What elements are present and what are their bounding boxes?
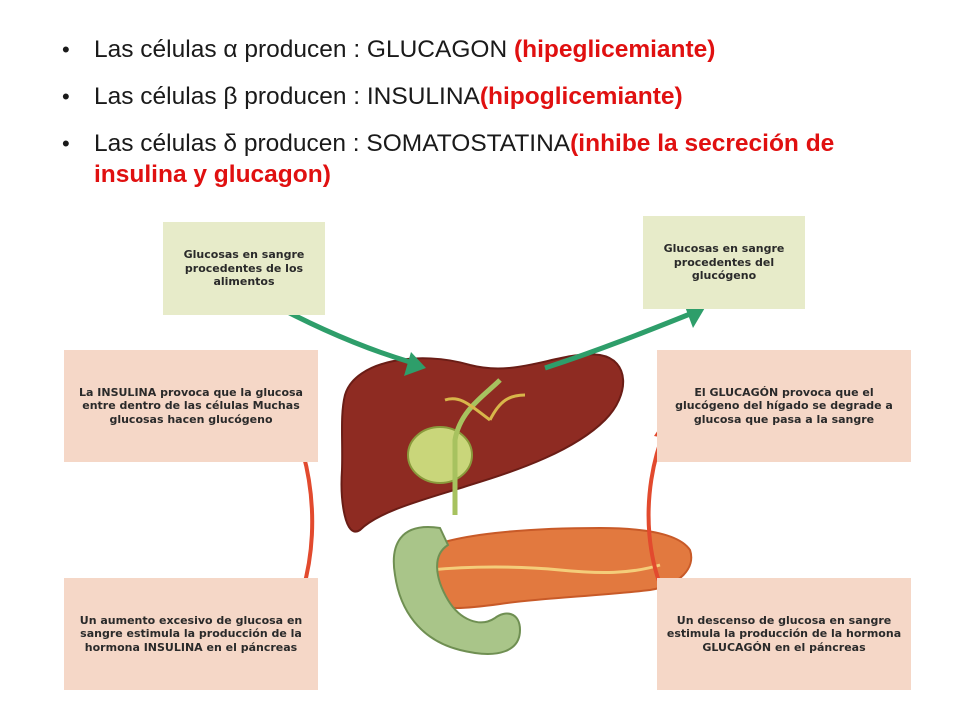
bullet-text: Las células δ producen : SOMATOSTATINA xyxy=(94,130,571,157)
bullet-text: Las células α producen : GLUCAGON xyxy=(94,36,514,63)
glucagon-trigger-text: Un descenso de glucosa en sangre estimul… xyxy=(666,613,902,654)
bullet-highlight: (hipeglicemiante) xyxy=(513,36,716,63)
liver-illustration xyxy=(340,353,625,533)
green-arrowhead-icon xyxy=(404,352,426,376)
pancreatic-duct xyxy=(429,563,661,575)
gallbladder-illustration xyxy=(407,426,473,484)
hepatic-vessels xyxy=(444,393,526,422)
bullet-alpha-cells: • Las células α producen : GLUCAGON (hip… xyxy=(60,34,920,65)
insulin-trigger-text: Un aumento excesivo de glucosa en sangre… xyxy=(79,613,303,654)
green-arrow-from-liver xyxy=(544,311,691,371)
insulin-effect-box: La INSULINA provoca que la glucosa entre… xyxy=(64,350,318,462)
glucose-from-glycogen-box: Glucosas en sangre procedentes del glucó… xyxy=(643,216,805,309)
insulin-effect-text: La INSULINA provoca que la glucosa entre… xyxy=(79,385,303,426)
duodenum-illustration xyxy=(392,526,522,655)
insulin-trigger-box: Un aumento excesivo de glucosa en sangre… xyxy=(64,578,318,690)
glucagon-trigger-box: Un descenso de glucosa en sangre estimul… xyxy=(657,578,911,690)
green-arrowhead-icon xyxy=(684,304,706,328)
glucose-from-glycogen-text: Glucosas en sangre procedentes del glucó… xyxy=(663,242,785,283)
glucose-from-food-box: Glucosas en sangre procedentes de los al… xyxy=(163,222,325,315)
glucagon-effect-box: El GLUCAGÓN provoca que el glucógeno del… xyxy=(657,350,911,462)
bullet-dot-icon: • xyxy=(62,84,70,109)
glucagon-effect-text: El GLUCAGÓN provoca que el glucógeno del… xyxy=(675,385,893,426)
bullet-dot-icon: • xyxy=(62,131,70,156)
bullet-beta-cells: • Las células β producen : INSULINA(hipo… xyxy=(60,81,920,112)
bullet-highlight: (inhibe la secreción de insulina y gluca… xyxy=(94,130,835,188)
bullet-list: • Las células α producen : GLUCAGON (hip… xyxy=(60,34,920,206)
bullet-highlight: (hipoglicemiante) xyxy=(479,83,683,110)
bullet-dot-icon: • xyxy=(62,37,70,62)
glucose-from-food-text: Glucosas en sangre procedentes de los al… xyxy=(183,248,305,289)
bullet-text: Las células β producen : INSULINA xyxy=(94,83,480,110)
bullet-delta-cells: • Las células δ producen : SOMATOSTATINA… xyxy=(60,128,920,190)
